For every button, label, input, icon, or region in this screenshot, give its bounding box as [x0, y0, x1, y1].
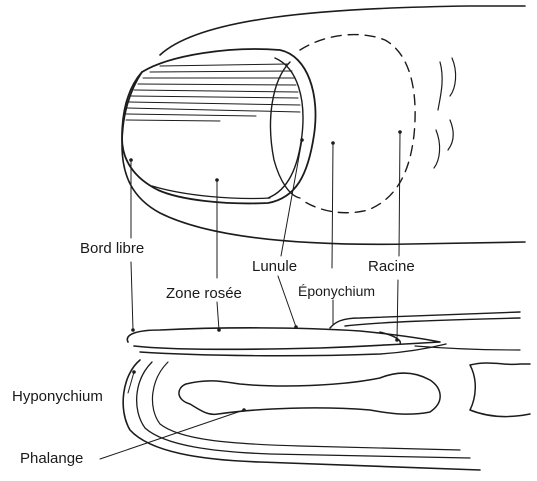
label-racine: Racine: [368, 259, 415, 274]
free-edge-band: [152, 186, 270, 199]
leader-bord-libre-lower: [131, 262, 133, 330]
label-hyponychium: Hyponychium: [12, 389, 103, 404]
phalanx-bone: [179, 373, 440, 414]
label-zone-rosee: Zone rosée: [166, 286, 242, 301]
finger-outline: [122, 6, 525, 244]
fingertip-inner-2: [152, 362, 460, 450]
nail-bed-line: [140, 344, 446, 356]
leader-lunule-lower: [278, 276, 296, 327]
root-dashed-outline: [300, 35, 415, 213]
nail-plate-side: [127, 328, 440, 349]
middle-phalanx-joint: [470, 363, 530, 417]
label-bord-libre: Bord libre: [80, 241, 144, 256]
finger-top-view: [122, 6, 525, 244]
label-lunule: Lunule: [252, 259, 297, 274]
label-eponychium: Éponychium: [298, 284, 375, 298]
leader-zone-rosee-lower: [217, 302, 219, 330]
leader-eponychium: [332, 143, 333, 268]
leader-racine-upper: [399, 132, 400, 256]
leader-racine-lower: [397, 280, 398, 340]
nail-inner-edge: [268, 58, 303, 198]
fingertip-outer: [123, 360, 480, 470]
label-phalange: Phalange: [20, 451, 83, 466]
finger-cross-section: [123, 312, 530, 470]
knuckle-wrinkles: [434, 58, 456, 168]
